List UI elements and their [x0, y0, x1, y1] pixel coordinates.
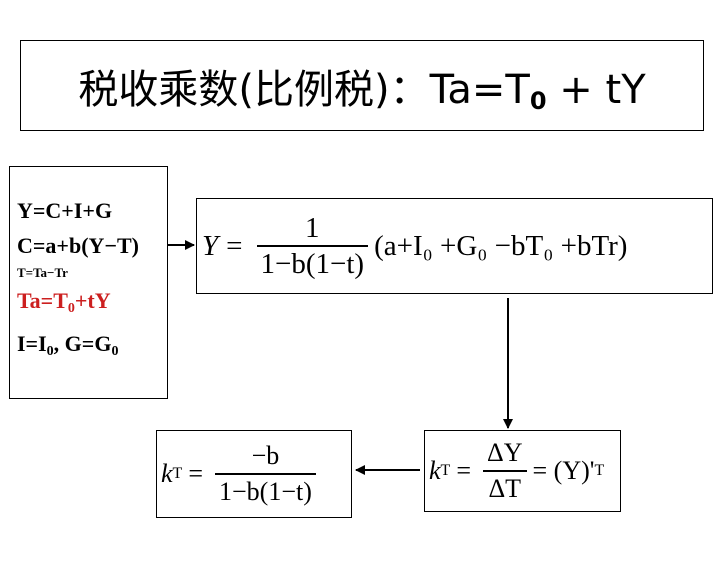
equation-investment-government: I=I0, G=G0	[17, 331, 119, 359]
kt-symbol: k	[429, 456, 441, 485]
result-denominator: 1−b(1−t)	[219, 476, 312, 506]
title-text: 税收乘数(比例税)：Ta=T0 + tY	[78, 66, 646, 115]
formula-autonomous-terms: (a+I₀ +G₀ −bT₀ +bTr)	[374, 229, 628, 262]
kt-result-subscript: T	[172, 465, 183, 482]
equilibrium-income-formula: Y = 1 1−b(1−t) (a+I₀ +G₀ −bT₀ +bTr)	[196, 198, 713, 294]
result-numerator: −b	[251, 441, 280, 471]
delta-denominator: ΔT	[488, 473, 522, 503]
delta-fraction: ΔY ΔT	[483, 436, 527, 506]
fraction-denominator: 1−b(1−t)	[260, 247, 365, 280]
formula-eq: =	[226, 229, 243, 262]
title-box: 税收乘数(比例税)：Ta=T0 + tY	[20, 40, 704, 131]
multiplier-fraction: 1 1−b(1−t)	[256, 211, 369, 281]
model-equations-box: Y=C+I+G C=a+b(Y−T) T=Ta−Tr Ta=T0+tY I=I0…	[9, 166, 168, 399]
equation-consumption: C=a+b(Y−T)	[17, 233, 139, 258]
kt-eq: =	[456, 456, 471, 485]
kt-result-eq: =	[188, 459, 203, 488]
equation-net-tax: T=Ta−Tr	[17, 265, 68, 280]
kt-result-symbol: k	[161, 459, 173, 488]
kt-subscript: T	[440, 462, 451, 479]
result-fraction: −b 1−b(1−t)	[215, 439, 316, 509]
derivative-subscript: T	[594, 462, 605, 479]
equation-income: Y=C+I+G	[17, 198, 113, 223]
fraction-numerator: 1	[305, 212, 320, 245]
formula-lhs: Y	[202, 229, 219, 262]
equation-tax-function: Ta=T0+tY	[17, 288, 111, 316]
delta-numerator: ΔY	[487, 438, 523, 468]
derivative-expression: = (Y)'	[532, 456, 595, 485]
